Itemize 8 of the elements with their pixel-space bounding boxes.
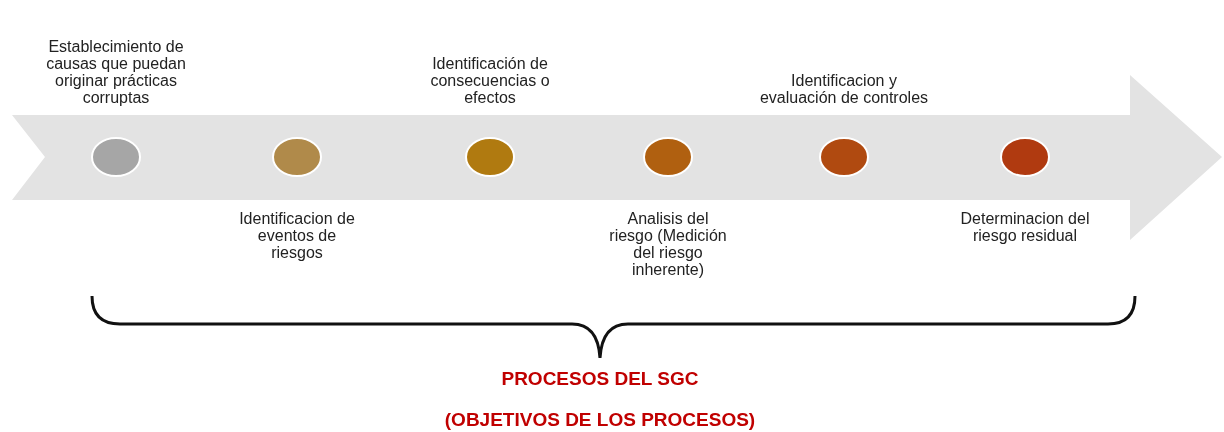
step-label: Identificacion de eventos de riesgos <box>238 210 356 261</box>
step-label: Analisis del riesgo (Medición del riesgo inherente) <box>608 210 728 278</box>
step-label: Establecimiento de causas que puedan originar prácticas corruptas <box>45 38 187 106</box>
caption-heading: PROCESOS DEL SGC <box>500 368 700 390</box>
step-label: Identificación de consecuencias o efectos <box>429 55 551 106</box>
caption-heading: (OBJETIVOS DE LOS PROCESOS) <box>443 409 757 431</box>
step-label: Determinacion del riesgo residual <box>959 210 1091 244</box>
step-label: Identificacion y evaluación de controles <box>759 72 929 106</box>
